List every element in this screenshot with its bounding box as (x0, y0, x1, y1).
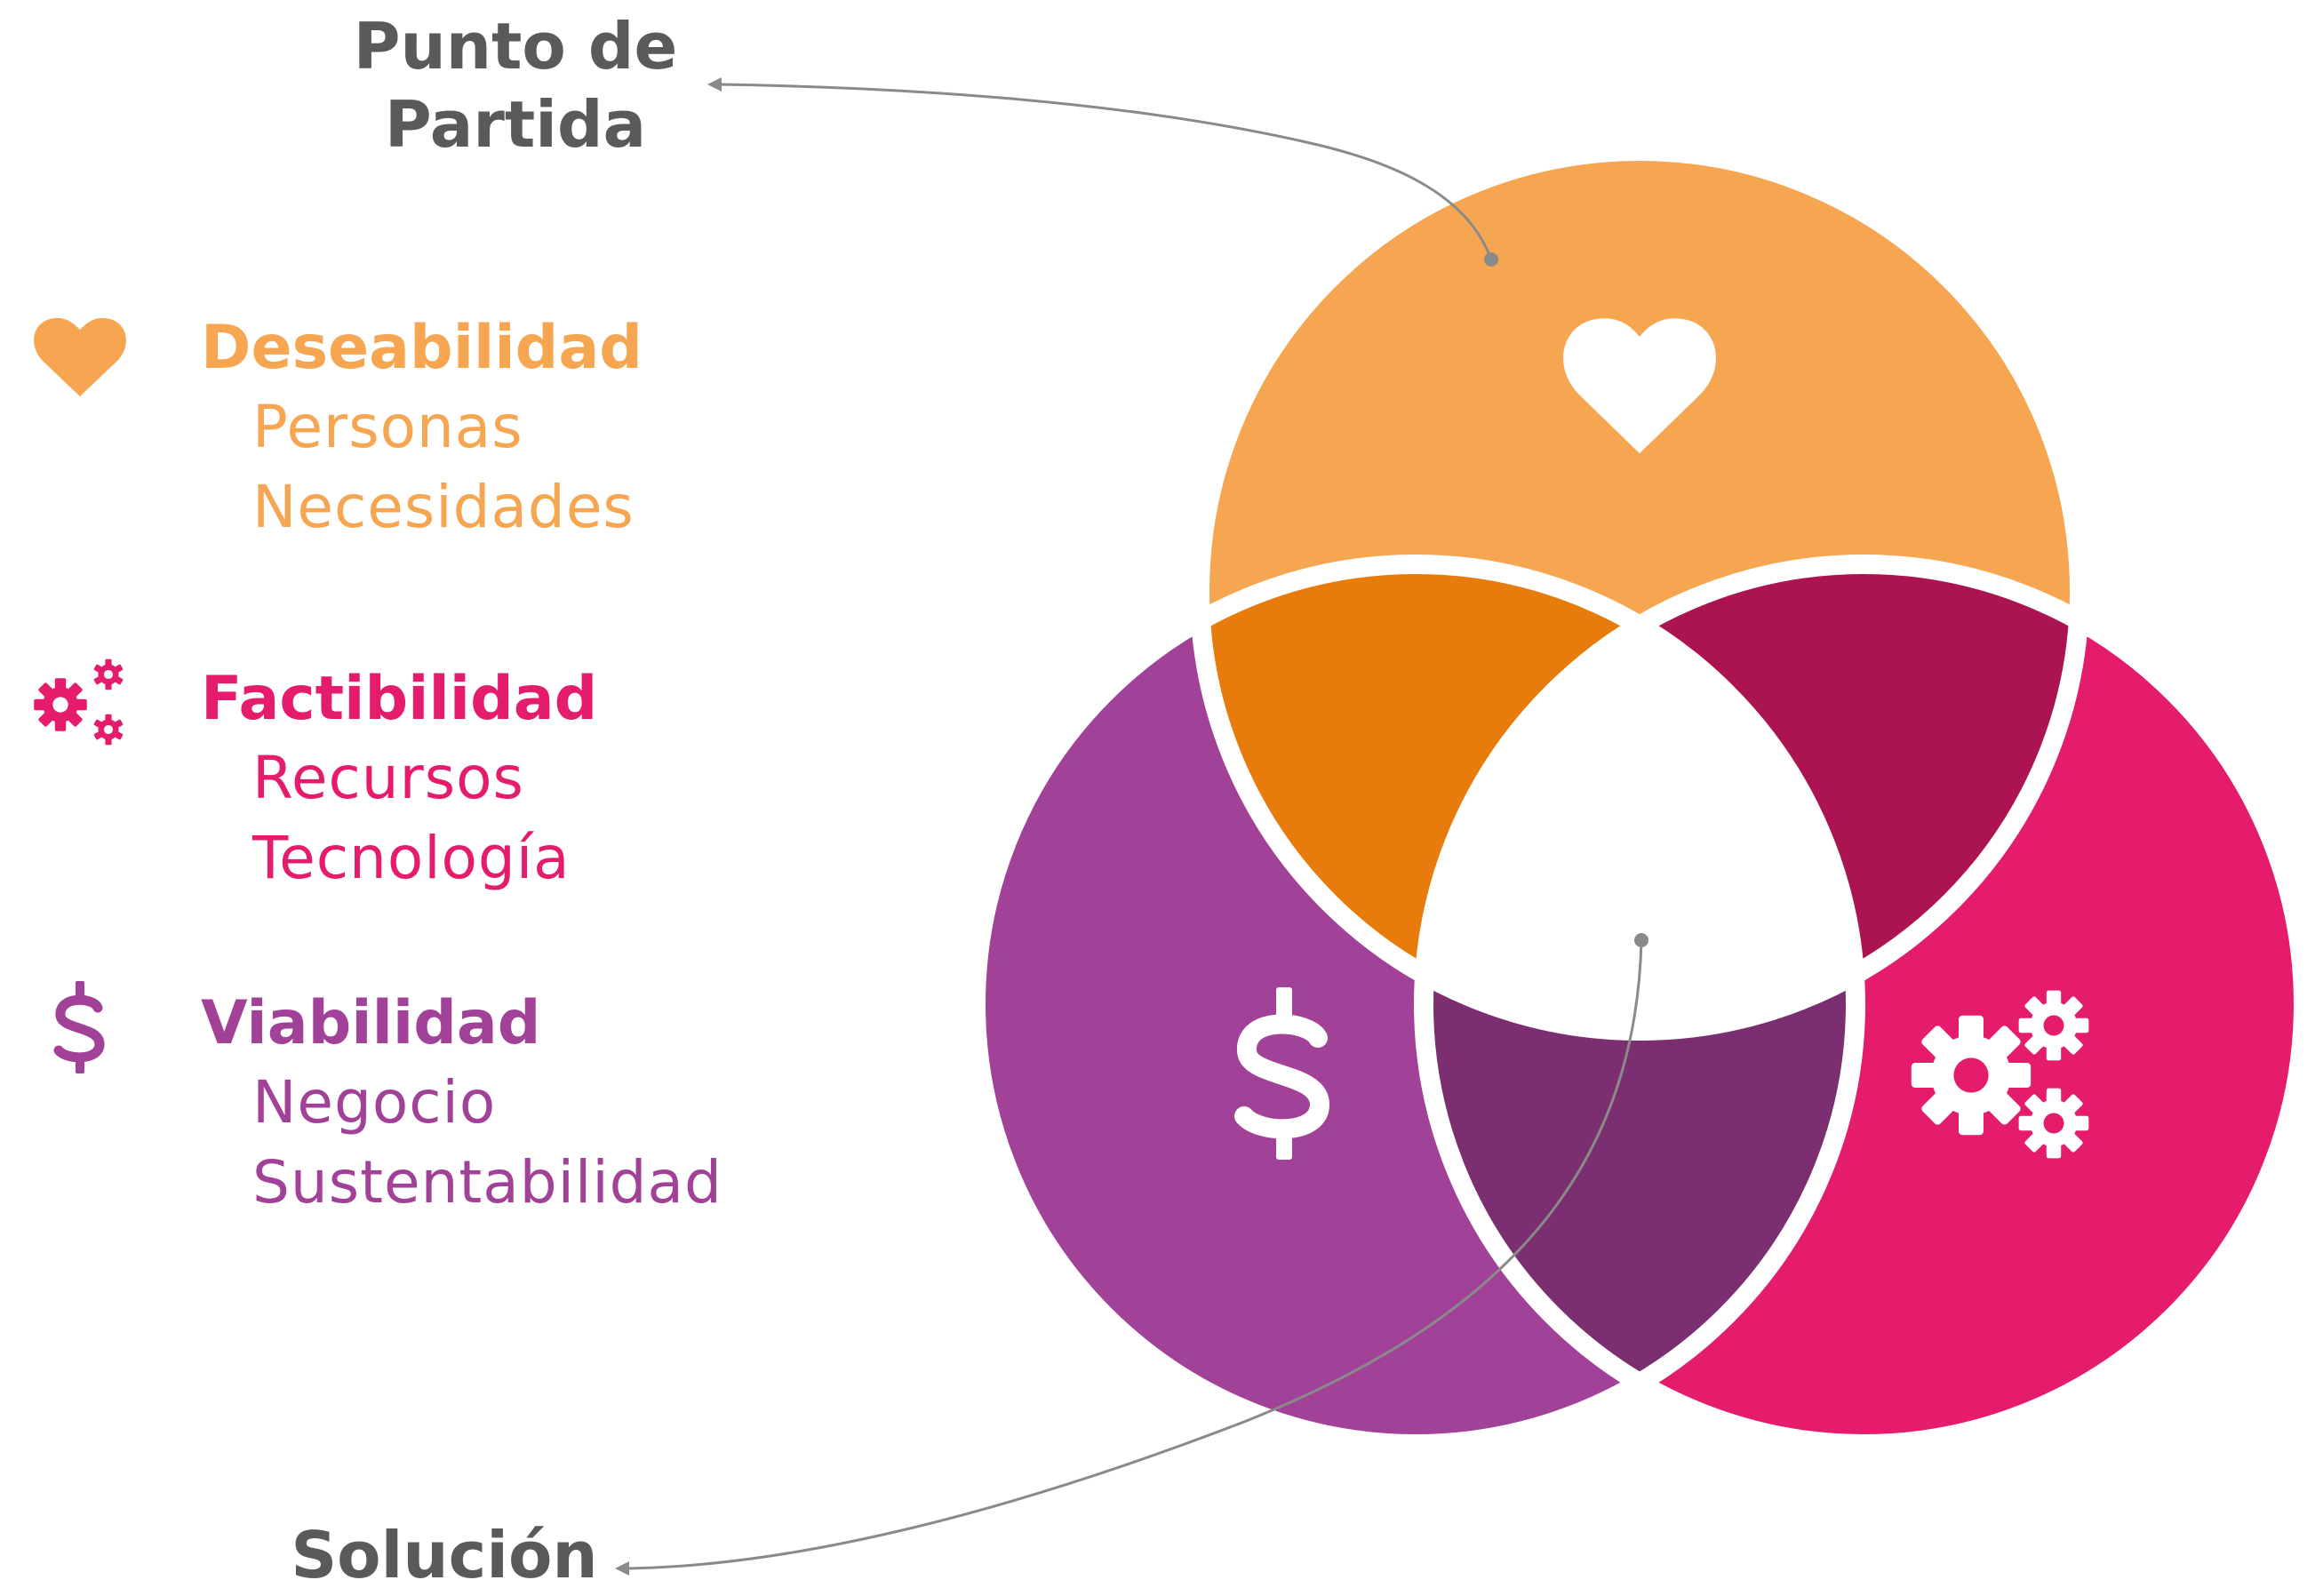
legend-item: Tecnología (252, 824, 571, 892)
solution-marker (1634, 933, 1648, 947)
center-overlap (1424, 564, 1856, 1031)
dollar-icon (1234, 987, 1330, 1160)
legend-item: Necesidades (252, 473, 635, 541)
heart-icon (34, 317, 126, 396)
dollar-icon (53, 981, 105, 1073)
legend-viability: Viabilidad Negocio Sustentabilidad (0, 981, 889, 1253)
gears-icon (34, 658, 124, 746)
starting-point-arrowhead (707, 77, 722, 92)
legend-heading: Deseabilidad (201, 313, 643, 383)
feasibility-outline (1414, 555, 2307, 1454)
legend-desirability: Deseabilidad Personas Necesidades (0, 311, 889, 578)
starting-point-label-line: Punto de (353, 9, 678, 84)
legend-feasibility: Factibilidad Recursos Tecnología (0, 658, 889, 929)
solution-connector (627, 939, 1643, 1570)
viability-outline (966, 555, 1865, 1454)
legend-item: Negocio (252, 1068, 497, 1137)
legend-heading: Factibilidad (201, 664, 598, 734)
solution-label: Solución (291, 1518, 598, 1592)
legend-heading: Viabilidad (201, 988, 541, 1058)
starting-point-connector (719, 83, 1493, 260)
legend-item: Recursos (252, 744, 524, 812)
legend-item: Sustentabilidad (252, 1148, 722, 1217)
starting-point-label-line: Partida (384, 87, 647, 162)
starting-point-marker (1484, 252, 1498, 267)
legend-item: Personas (252, 393, 523, 461)
desirability-outline (1190, 141, 2089, 1041)
solution-arrowhead (615, 1561, 629, 1576)
